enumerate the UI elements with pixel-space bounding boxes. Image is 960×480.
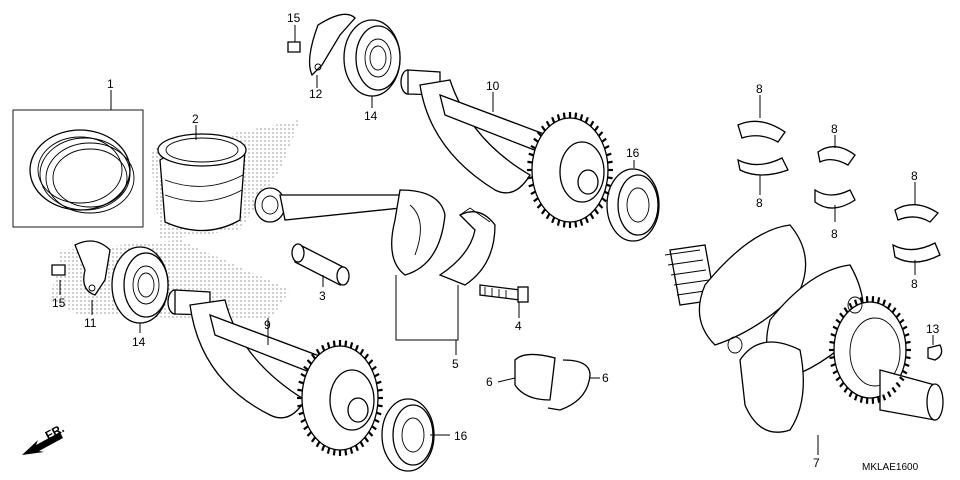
ball-bearing-upper: [343, 19, 401, 97]
crankshaft: [664, 224, 944, 433]
callouts: 1 2 3 4 5 6 6 7 8 8 8 8 8 8 9 10 11 12 1…: [52, 11, 940, 470]
ball-bearing-lower: [111, 246, 169, 324]
callout-6b: 6: [602, 371, 609, 385]
front-direction-arrow: FR.: [22, 421, 66, 455]
bearing-shells-8: [737, 120, 941, 263]
callout-4: 4: [515, 319, 522, 333]
rod-cap: [438, 207, 496, 286]
gear-teeth-crank: [829, 296, 911, 404]
callout-7: 7: [813, 456, 820, 470]
connecting-rod: [254, 187, 446, 276]
callout-8b: 8: [756, 196, 763, 210]
callout-6a: 6: [486, 375, 493, 389]
callout-9: 9: [264, 318, 271, 332]
callout-8c: 8: [831, 122, 838, 136]
callout-8f: 8: [911, 277, 918, 291]
rod-bolt: [479, 284, 529, 303]
gear-teeth-lower: [297, 340, 383, 456]
diagram-code: MKLAE1600: [862, 462, 919, 473]
bracket-lower: [51, 240, 111, 296]
ball-bearing-right-upper: [606, 168, 660, 242]
callout-14b: 14: [132, 335, 146, 349]
piston-rings: [12, 109, 144, 228]
callout-14a: 14: [364, 109, 378, 123]
leader-lines: [59, 25, 934, 455]
callout-8e: 8: [911, 169, 918, 183]
callout-15b: 15: [52, 296, 66, 310]
callout-1: 1: [107, 77, 114, 91]
callout-13: 13: [926, 322, 940, 336]
gear-teeth-upper: [527, 112, 613, 228]
piston-pin: [291, 243, 350, 286]
bearing-shells-6: [514, 353, 591, 411]
callout-8d: 8: [831, 227, 838, 241]
callout-16a: 16: [626, 146, 640, 160]
callout-16b: 16: [454, 429, 468, 443]
callout-15a: 15: [287, 11, 301, 25]
ball-bearing-right-lower: [381, 398, 435, 472]
bracket-upper: [287, 13, 356, 77]
callout-10: 10: [486, 79, 500, 93]
callout-8a: 8: [756, 82, 763, 96]
callout-5: 5: [452, 357, 459, 371]
woodruff-key: [927, 344, 943, 361]
callout-12: 12: [309, 87, 323, 101]
callout-2: 2: [192, 112, 199, 126]
balancer-shaft-upper: [400, 69, 609, 223]
piston: [157, 133, 247, 232]
callout-11: 11: [84, 316, 97, 330]
callout-3: 3: [319, 289, 326, 303]
balancer-shaft-lower: [167, 289, 379, 451]
